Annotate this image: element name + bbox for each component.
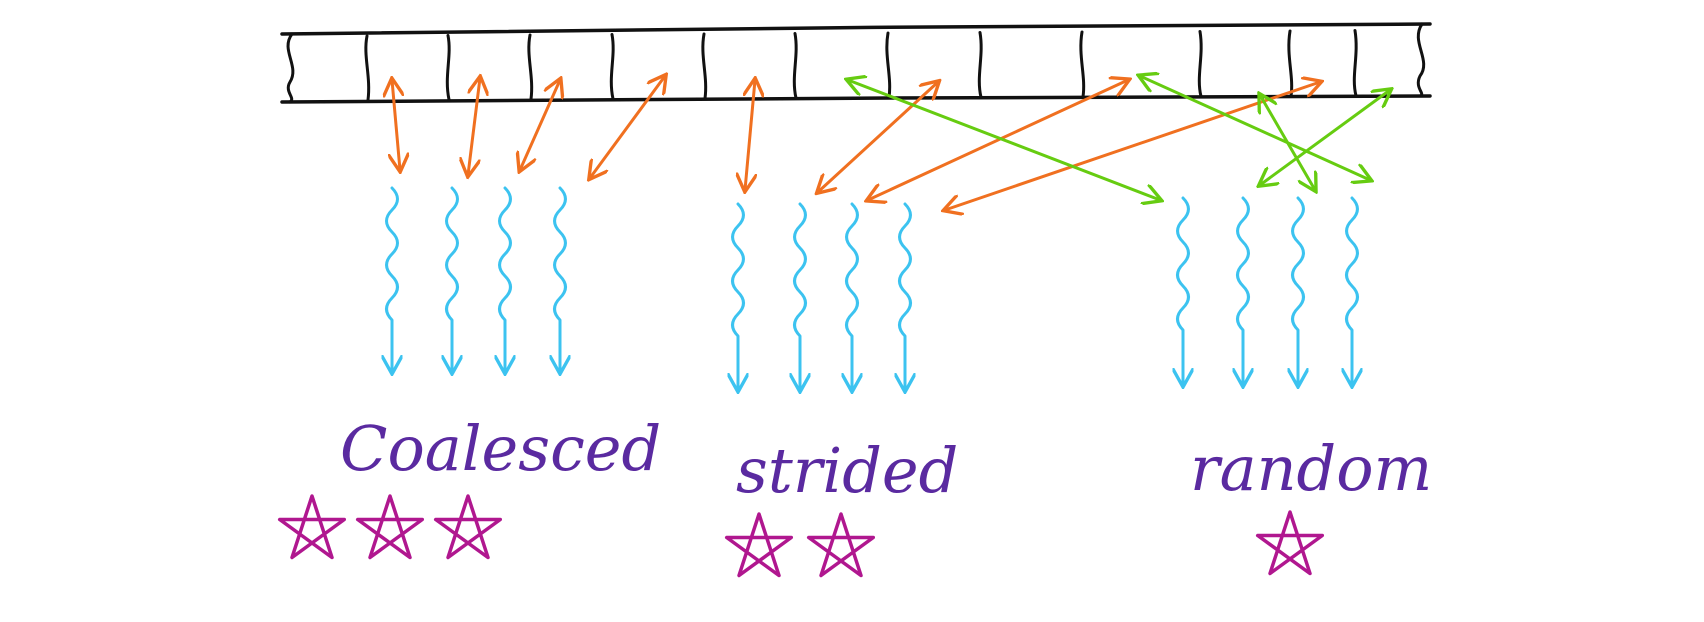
memory-cell-divider: [1197, 30, 1203, 98]
memory-cell-divider: [364, 34, 371, 102]
access-arrow-icon: [468, 78, 480, 175]
thread-arrow-icon: [733, 202, 744, 390]
memory-cell-divider: [1287, 29, 1294, 98]
memory-top-edge: [280, 22, 1432, 36]
memory-bottom-edge: [280, 94, 1432, 104]
rating-star-icon: [806, 512, 876, 578]
thread-arrow-icon: [1238, 196, 1249, 385]
threads: [387, 186, 1358, 390]
memory-cell-divider: [701, 32, 708, 100]
access-arrow-icon: [1260, 95, 1315, 190]
pattern-label-coalesced: Coalesced: [340, 412, 661, 485]
thread-arrow-icon: [795, 202, 806, 390]
memory-cell-divider: [885, 31, 892, 100]
memory-cell-divider: [792, 32, 798, 100]
rating-star-icon: [1255, 510, 1325, 576]
memory-cell-divider: [1352, 29, 1358, 98]
thread-arrow-icon: [900, 202, 911, 390]
access-arrows: [392, 76, 1390, 210]
pattern-label-random: random: [1190, 432, 1432, 505]
access-arrow-icon: [520, 80, 560, 170]
memory-break-right: [1416, 22, 1426, 98]
pattern-label-strided: strided: [736, 434, 958, 507]
thread-arrow-icon: [847, 202, 858, 390]
memory-cell-divider: [1079, 30, 1086, 99]
ratings: [277, 494, 1325, 578]
access-arrow-icon: [590, 76, 665, 178]
thread-arrow-icon: [500, 186, 511, 372]
thread-arrow-icon: [555, 186, 566, 372]
memory-cell-divider: [527, 33, 534, 101]
rating-star-icon: [355, 494, 425, 560]
memory-cell-divider: [977, 31, 983, 99]
access-arrow-icon: [745, 80, 755, 190]
rating-star-icon: [277, 494, 347, 560]
rating-star-icon: [433, 494, 503, 560]
access-arrow-icon: [848, 80, 1160, 200]
thread-arrow-icon: [1347, 196, 1358, 385]
thread-arrow-icon: [1178, 196, 1189, 385]
memory-cell-divider: [609, 33, 615, 101]
thread-arrow-icon: [1293, 196, 1304, 385]
memory-strip: [280, 22, 1432, 104]
rating-star-icon: [724, 512, 794, 578]
memory-cell-divider: [445, 34, 451, 102]
access-arrow-icon: [392, 80, 400, 170]
memory-break-left: [286, 32, 295, 104]
thread-arrow-icon: [387, 186, 398, 372]
thread-arrow-icon: [447, 186, 458, 372]
